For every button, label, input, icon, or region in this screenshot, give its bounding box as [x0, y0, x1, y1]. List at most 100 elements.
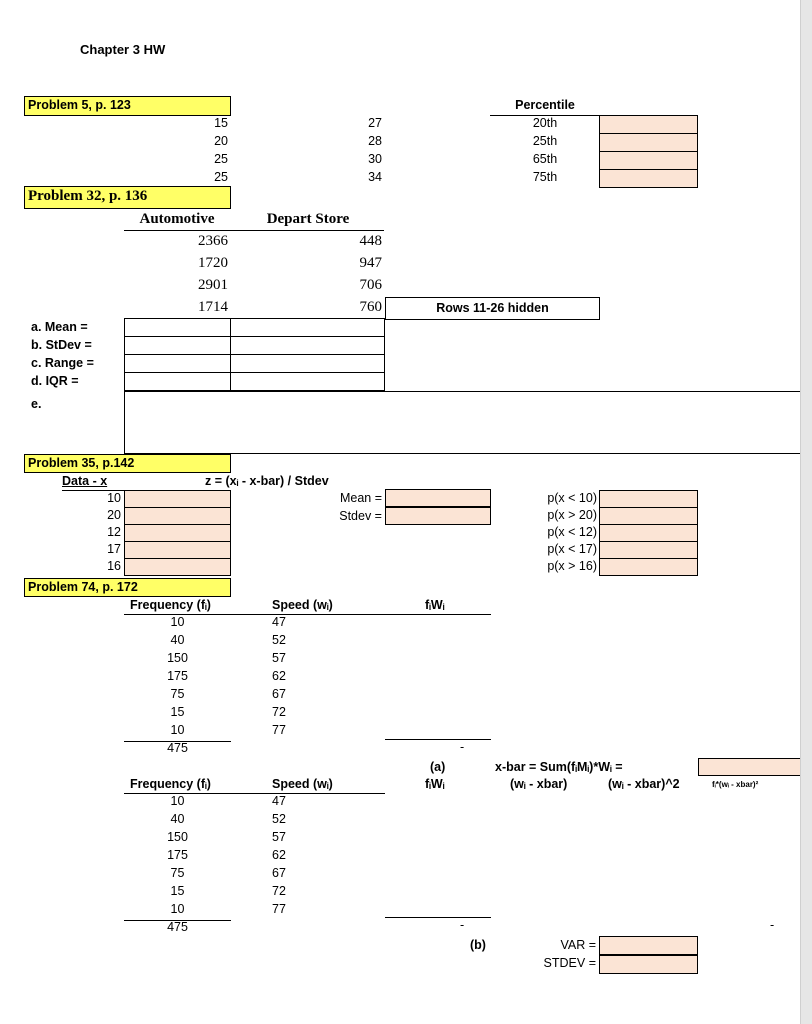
data-x-cell: 12 [107, 525, 121, 539]
probability-input[interactable] [599, 490, 698, 508]
p5-col2-cell: 34 [368, 170, 382, 184]
probability-label: p(x < 17) [547, 542, 597, 556]
stdev-label: Stdev = [339, 509, 382, 523]
freq-total-a: 475 [167, 741, 188, 755]
stdev-input[interactable] [385, 507, 491, 525]
automotive-header: Automotive [139, 211, 215, 227]
depart-store-stat-input[interactable] [230, 372, 385, 391]
speed-cell-a: 52 [272, 633, 286, 647]
z-formula: z = (xᵢ - x-bar) / Stdev [205, 474, 329, 488]
speed-cell-b: 67 [272, 866, 286, 880]
percentile-label: 65th [532, 152, 558, 166]
dev-header: (wᵢ - xbar) [510, 777, 568, 791]
speed-cell-b: 52 [272, 812, 286, 826]
problem-35-header[interactable]: Problem 35, p.142 [24, 454, 231, 473]
freq-header-a: Frequency (fᵢ) [130, 598, 211, 612]
page-title: Chapter 3 HW [80, 42, 166, 57]
freq-cell-b: 40 [170, 812, 185, 826]
label-b: (b) [470, 938, 486, 952]
stdev-input-b[interactable] [599, 955, 698, 974]
probability-input[interactable] [599, 558, 698, 576]
depart-store-stat-input[interactable] [230, 354, 385, 373]
total-rule [124, 741, 231, 742]
var-input[interactable] [599, 936, 698, 955]
depart-store-cell: 947 [359, 255, 383, 271]
divider-line [384, 318, 385, 391]
probability-input[interactable] [599, 507, 698, 525]
freq-total-b: 475 [167, 920, 188, 934]
problem-32-header[interactable]: Problem 32, p. 136 [24, 186, 231, 209]
problem-5-header[interactable]: Problem 5, p. 123 [24, 96, 231, 116]
percentile-input[interactable] [599, 115, 698, 134]
percentile-input[interactable] [599, 151, 698, 170]
speed-cell-a: 57 [272, 651, 286, 665]
p5-col1-cell: 15 [214, 116, 228, 130]
freq-cell-a: 10 [170, 615, 185, 629]
xbar-input[interactable] [698, 758, 801, 776]
speed-header-a: Speed (wᵢ) [272, 598, 333, 612]
mean-input[interactable] [385, 489, 491, 507]
freq-cell-b: 150 [167, 830, 188, 844]
freq-cell-b: 10 [170, 902, 185, 916]
percentile-input[interactable] [599, 133, 698, 152]
automotive-stat-input[interactable] [124, 372, 231, 391]
z-input[interactable] [124, 524, 231, 542]
freq-header-b: Frequency (fᵢ) [130, 777, 211, 791]
automotive-stat-input[interactable] [124, 318, 231, 337]
probability-label: p(x > 20) [547, 508, 597, 522]
fdev-header: fᵢ*(wᵢ - xbar)² [712, 780, 759, 789]
header-rule [231, 793, 385, 794]
z-input[interactable] [124, 558, 231, 576]
depart-store-cell: 760 [359, 299, 383, 315]
speed-header-b: Speed (wᵢ) [272, 777, 333, 791]
speed-cell-b: 77 [272, 902, 286, 916]
automotive-cell: 2366 [198, 233, 228, 249]
depart-store-stat-input[interactable] [230, 318, 385, 337]
fw-header-a: fᵢWᵢ [425, 598, 445, 612]
z-input[interactable] [124, 541, 231, 559]
speed-cell-b: 47 [272, 794, 286, 808]
dev-sq-header: (wᵢ - xbar)^2 [608, 777, 680, 791]
p5-col2-cell: 27 [368, 116, 382, 130]
part-e-label: e. [31, 397, 42, 411]
p5-col2-cell: 28 [368, 134, 382, 148]
percentile-header: Percentile [515, 98, 575, 112]
depart-store-cell: 706 [359, 277, 383, 293]
percentile-label: 25th [532, 134, 558, 148]
freq-cell-b: 10 [170, 794, 185, 808]
p5-col1-cell: 20 [214, 134, 228, 148]
freq-cell-a: 150 [167, 651, 188, 665]
problem-74-header[interactable]: Problem 74, p. 172 [24, 578, 231, 597]
probability-input[interactable] [599, 541, 698, 559]
rows-hidden-note: Rows 11-26 hidden [385, 297, 600, 320]
percentile-input[interactable] [599, 169, 698, 188]
fw-total-a: - [460, 740, 465, 754]
automotive-cell: 1720 [198, 255, 228, 271]
data-x-cell: 10 [107, 491, 121, 505]
mean-label: Mean = [339, 491, 382, 505]
automotive-cell: 2901 [198, 277, 228, 293]
fw-total-b: - [460, 918, 465, 932]
z-input[interactable] [124, 507, 231, 525]
probability-label: p(x < 12) [547, 525, 597, 539]
automotive-stat-input[interactable] [124, 336, 231, 355]
vertical-scrollbar[interactable] [800, 0, 812, 1024]
probability-input[interactable] [599, 524, 698, 542]
xbar-formula: x-bar = Sum(fᵢMᵢ)*Wᵢ = [495, 760, 623, 774]
automotive-stat-input[interactable] [124, 354, 231, 373]
freq-cell-b: 15 [170, 884, 185, 898]
freq-cell-a: 40 [170, 633, 185, 647]
speed-cell-b: 57 [272, 830, 286, 844]
data-x-cell: 16 [107, 559, 121, 573]
z-input[interactable] [124, 490, 231, 508]
stdev-label-b: STDEV = [543, 956, 596, 970]
fw-header-b: fᵢWᵢ [425, 777, 445, 791]
percentile-label: 20th [532, 116, 558, 130]
var-label: VAR = [560, 938, 596, 952]
depart-store-stat-input[interactable] [230, 336, 385, 355]
p5-col2-cell: 30 [368, 152, 382, 166]
data-x-cell: 20 [107, 508, 121, 522]
freq-cell-a: 15 [170, 705, 185, 719]
stat-label: d. IQR = [31, 374, 79, 388]
freq-cell-b: 175 [167, 848, 188, 862]
